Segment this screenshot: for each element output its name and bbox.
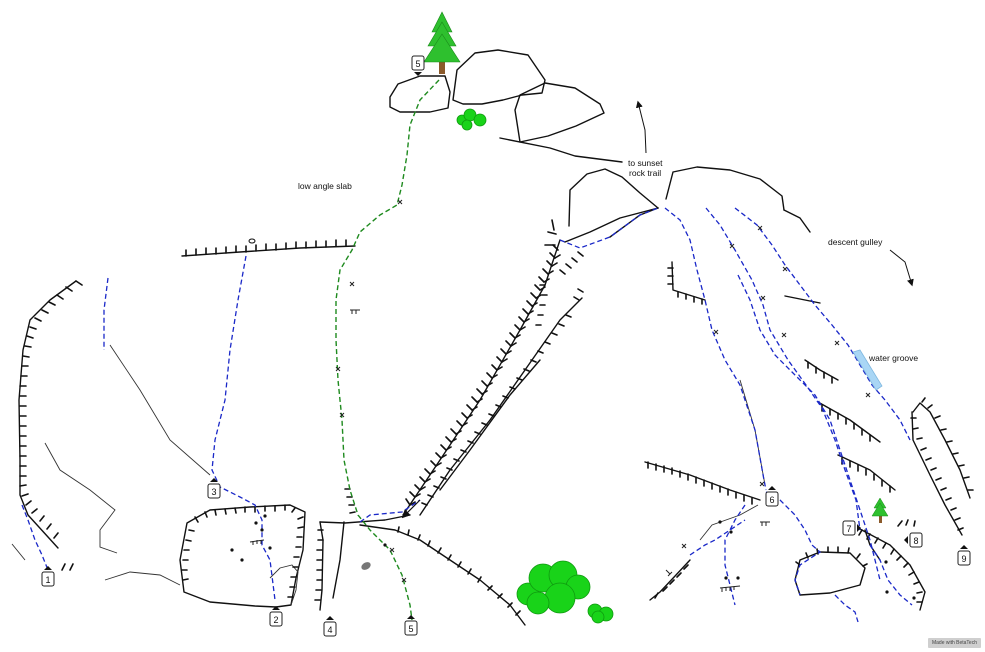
route-3[interactable] [211,255,276,601]
credit-badge: Made with BetaTech [927,638,981,648]
route-marker[interactable]: 8 [904,532,923,548]
svg-text:5: 5 [408,624,413,634]
route-1-lower[interactable] [21,504,49,571]
route-marker[interactable]: 5 [411,55,425,76]
route-7-lower[interactable] [737,274,881,581]
route-8[interactable] [734,207,911,441]
pine-tree-icon [871,497,889,523]
route-marker[interactable]: 1 [41,566,55,587]
water-groove-shape [852,349,883,391]
svg-text:7: 7 [846,524,851,534]
label-descent-gulley: descent gulley [828,237,883,247]
route-lines [21,79,913,623]
svg-text:5: 5 [415,59,420,69]
route-marker[interactable]: 4 [323,616,337,637]
route-marker[interactable]: 6 [765,486,779,507]
route-bottom-left-b[interactable] [689,519,746,556]
route-bottom-right[interactable] [834,594,859,623]
svg-text:6: 6 [769,495,774,505]
arrow-icon [401,499,421,519]
route-6-lower[interactable] [765,491,822,596]
pine-tree-icon [423,11,461,74]
route-bottom-left[interactable] [724,504,746,606]
svg-text:2: 2 [273,615,278,625]
route-6[interactable] [664,207,767,491]
rock-outlines [11,49,971,626]
svg-text:4: 4 [327,625,332,635]
bush-icon [516,560,614,624]
route-marker[interactable]: 5 [404,615,418,636]
bolt-icon [335,199,871,583]
route-8-lower[interactable] [869,544,913,606]
label-water-groove: water groove [868,353,918,363]
bolts [249,199,871,592]
label-to-sunset: to sunset [628,158,663,168]
route-marker[interactable]: 9 [957,545,971,566]
svg-text:3: 3 [211,487,216,497]
label-rock-trail: rock trail [629,168,661,178]
roof-hatching [19,219,974,616]
bush-icon [456,108,487,131]
svg-text:1: 1 [45,575,50,585]
route-5[interactable] [335,79,440,621]
route-marker[interactable]: 7 [842,520,861,536]
arrow-icon [889,249,914,287]
arrow-icon [635,100,647,154]
route-4[interactable] [359,499,421,523]
holds [230,238,916,600]
route-marker[interactable]: 3 [207,478,221,499]
label-low-angle-slab: low angle slab [298,181,352,191]
route-7[interactable] [705,207,861,531]
svg-text:9: 9 [961,554,966,564]
svg-text:8: 8 [913,536,918,546]
route-1[interactable] [103,277,109,350]
route-4b[interactable] [559,207,659,249]
route-marker[interactable]: 2 [269,606,283,627]
